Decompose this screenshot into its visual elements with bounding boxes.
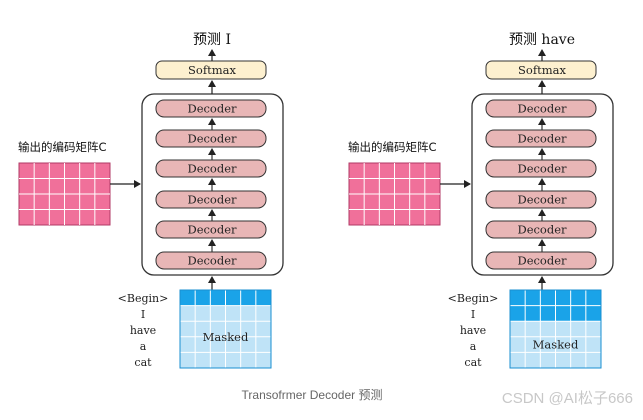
mask-grid-border bbox=[179, 289, 272, 369]
masked-attention-grid: Masked bbox=[179, 289, 272, 369]
decoder-label: Decoder bbox=[187, 223, 237, 237]
decoder-block-5 bbox=[155, 220, 267, 239]
encoder-matrix-label: 输出的编码矩阵C bbox=[348, 140, 437, 154]
input-token: I bbox=[471, 308, 475, 321]
decoder-label: Decoder bbox=[517, 102, 567, 116]
decoder-label: Decoder bbox=[517, 254, 567, 268]
decoder-label: Decoder bbox=[517, 193, 567, 207]
softmax-label: Softmax bbox=[188, 63, 236, 77]
decoder-label: Decoder bbox=[187, 132, 237, 146]
decoder-label: Decoder bbox=[517, 162, 567, 176]
decoder-label: Decoder bbox=[517, 223, 567, 237]
decoder-block-5 bbox=[485, 220, 597, 239]
softmax-label: Softmax bbox=[518, 63, 566, 77]
decoder-label: Decoder bbox=[517, 132, 567, 146]
decoder-block-1 bbox=[155, 99, 267, 118]
input-token: cat bbox=[464, 356, 482, 369]
decoder-diagram-right: 预测 haveSoftmaxDecoderDecoderDecoderDecod… bbox=[348, 32, 614, 369]
decoder-block-2 bbox=[485, 129, 597, 148]
watermark: CSDN @AI松子666 bbox=[502, 390, 633, 407]
encoder-matrix-c bbox=[18, 162, 111, 226]
decoder-block-6 bbox=[485, 251, 597, 270]
masked-attention-grid: Masked bbox=[509, 289, 602, 369]
input-token: have bbox=[130, 324, 156, 337]
encoder-matrix-c bbox=[348, 162, 441, 226]
figure-caption: Transofrmer Decoder 预测 bbox=[242, 388, 383, 402]
prediction-label: 预测 have bbox=[509, 32, 575, 48]
input-token: have bbox=[460, 324, 486, 337]
decoder-block-2 bbox=[155, 129, 267, 148]
softmax-box bbox=[155, 60, 267, 80]
prediction-label: 预测 I bbox=[193, 32, 231, 48]
decoder-block-4 bbox=[155, 190, 267, 209]
input-token: a bbox=[470, 340, 477, 353]
decoder-block-4 bbox=[485, 190, 597, 209]
input-token: <Begin> bbox=[118, 292, 169, 305]
input-token: cat bbox=[134, 356, 152, 369]
decoder-label: Decoder bbox=[187, 162, 237, 176]
decoder-block-3 bbox=[485, 159, 597, 178]
decoder-label: Decoder bbox=[187, 102, 237, 116]
decoder-label: Decoder bbox=[187, 193, 237, 207]
decoder-diagram-left: 预测 ISoftmaxDecoderDecoderDecoderDecoderD… bbox=[18, 32, 284, 369]
encoder-matrix-label: 输出的编码矩阵C bbox=[18, 140, 107, 154]
mask-grid-border bbox=[509, 289, 602, 369]
input-token: a bbox=[140, 340, 147, 353]
softmax-box bbox=[485, 60, 597, 80]
input-token: I bbox=[141, 308, 145, 321]
decoder-label: Decoder bbox=[187, 254, 237, 268]
decoder-block-6 bbox=[155, 251, 267, 270]
masked-label: Masked bbox=[533, 338, 579, 352]
input-token: <Begin> bbox=[448, 292, 499, 305]
decoder-block-3 bbox=[155, 159, 267, 178]
masked-label: Masked bbox=[203, 330, 249, 344]
decoder-block-1 bbox=[485, 99, 597, 118]
